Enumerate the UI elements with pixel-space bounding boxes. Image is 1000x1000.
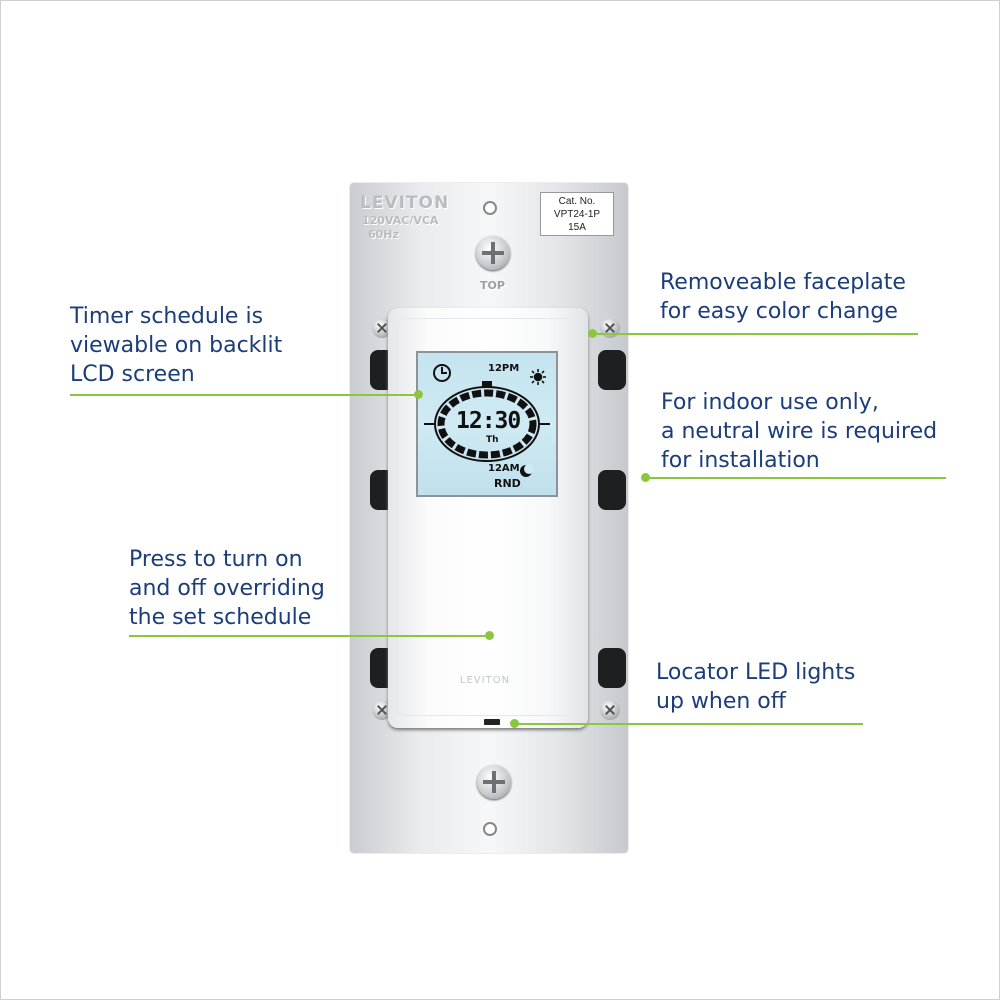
callout-press-line-1: Press to turn on bbox=[129, 547, 303, 572]
terminal-screw-icon bbox=[372, 700, 392, 720]
callout-dot bbox=[588, 329, 597, 338]
catalog-label-line-3: 15A bbox=[568, 222, 586, 233]
callout-timer-schedule-line-3: LCD screen bbox=[70, 362, 195, 387]
callout-line bbox=[70, 394, 418, 396]
lcd-screen: 12PM 12:30 P Th 12AM RND bbox=[416, 351, 558, 497]
lcd-mode: RND bbox=[494, 477, 521, 490]
callout-locator-line-2: up when off bbox=[656, 689, 786, 714]
callout-indoor-line-3: for installation bbox=[661, 448, 820, 473]
callout-indoor-line-1: For indoor use only, bbox=[661, 390, 879, 415]
lcd-am-pm: P bbox=[530, 423, 537, 433]
callout-press: Press to turn on and off overriding the … bbox=[129, 545, 325, 632]
callout-locator-line-1: Locator LED lights bbox=[656, 660, 856, 685]
bottom-mounting-hole bbox=[483, 822, 497, 836]
callout-line bbox=[515, 723, 863, 725]
plate-rating-frequency: 60Hz bbox=[368, 228, 399, 241]
plate-brand: LEVITON bbox=[360, 193, 450, 213]
terminal-screw-icon bbox=[600, 318, 620, 338]
clock-icon bbox=[433, 364, 451, 382]
moon-icon bbox=[520, 464, 534, 477]
faceplate-brand: LEVITON bbox=[459, 675, 511, 686]
terminal-screw-icon bbox=[600, 700, 620, 720]
callout-locator: Locator LED lights up when off bbox=[656, 658, 855, 716]
callout-dot bbox=[485, 631, 494, 640]
terminal-block bbox=[598, 350, 626, 390]
callout-press-line-3: the set schedule bbox=[129, 605, 312, 630]
dial-top-marker bbox=[482, 381, 492, 387]
callout-faceplate: Removeable faceplate for easy color chan… bbox=[660, 268, 906, 326]
callout-dot bbox=[510, 719, 519, 728]
lcd-day: Th bbox=[486, 435, 499, 445]
catalog-label-line-1: Cat. No. bbox=[558, 196, 596, 207]
top-mounting-hole bbox=[483, 201, 497, 215]
terminal-screw-icon bbox=[372, 318, 392, 338]
callout-line bbox=[646, 477, 946, 479]
callout-line bbox=[592, 333, 918, 335]
terminal-block bbox=[598, 470, 626, 510]
callout-indoor-line-2: a neutral wire is required bbox=[661, 419, 938, 444]
schedule-dial-segments bbox=[437, 389, 537, 459]
callout-timer-schedule: Timer schedule is viewable on backlit LC… bbox=[70, 302, 282, 389]
callout-timer-schedule-line-2: viewable on backlit bbox=[70, 333, 283, 358]
bottom-screw-icon bbox=[477, 765, 511, 799]
sun-icon bbox=[530, 369, 546, 385]
callout-faceplate-line-1: Removeable faceplate bbox=[660, 270, 906, 295]
rocker-button[interactable] bbox=[396, 318, 580, 716]
callout-dot bbox=[641, 473, 650, 482]
plate-rating-voltage: 120VAC/VCA bbox=[362, 214, 439, 227]
top-mark: TOP bbox=[480, 279, 505, 292]
callout-timer-schedule-line-1: Timer schedule is bbox=[70, 304, 264, 329]
callout-indoor: For indoor use only, a neutral wire is r… bbox=[661, 388, 937, 475]
lcd-graphics bbox=[424, 364, 550, 477]
catalog-label: Cat. No. VPT24-1P 15A bbox=[540, 192, 614, 236]
top-screw-icon bbox=[476, 236, 510, 270]
locator-led-icon bbox=[484, 719, 500, 725]
callout-dot bbox=[414, 390, 423, 399]
lcd-noon-label: 12PM bbox=[488, 363, 520, 374]
callout-press-line-2: and off overriding bbox=[129, 576, 325, 601]
catalog-label-line-2: VPT24-1P bbox=[553, 209, 601, 220]
callout-faceplate-line-2: for easy color change bbox=[660, 299, 898, 324]
terminal-block bbox=[598, 648, 626, 688]
lcd-midnight-label: 12AM bbox=[488, 463, 520, 474]
callout-line bbox=[129, 635, 489, 637]
lcd-time: 12:30 bbox=[456, 408, 521, 434]
